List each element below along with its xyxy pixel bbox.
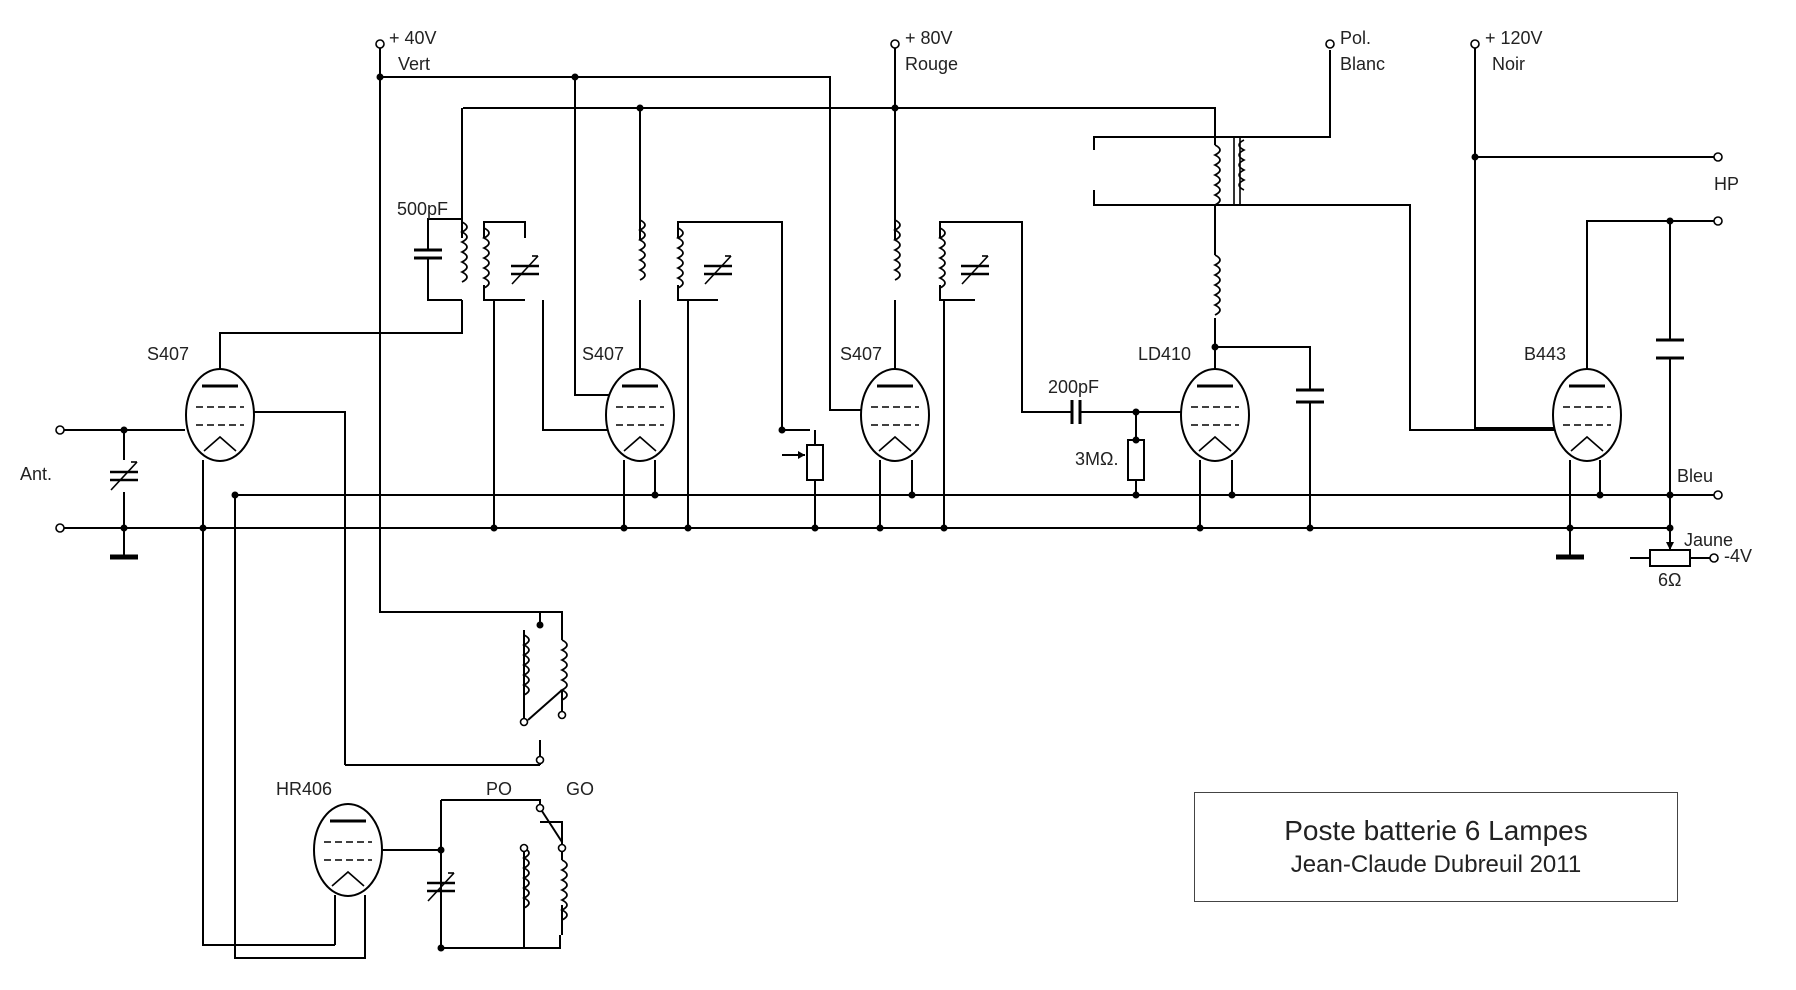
terminal-minus4-icon xyxy=(1709,553,1719,563)
coils xyxy=(461,138,1246,921)
tube-v4-icon xyxy=(1179,367,1251,463)
r3m-resistor-icon xyxy=(1127,439,1145,481)
wiring xyxy=(60,44,1718,959)
v4-bypass-cap-icon xyxy=(1296,388,1324,404)
terminal-earth-icon xyxy=(55,523,65,533)
terminal-hp1-icon xyxy=(1713,152,1723,162)
terminal-antenna-icon xyxy=(55,425,65,435)
v3-plate-coil-icon xyxy=(894,219,901,281)
if1-primary-coil-icon xyxy=(461,221,468,283)
band-label: GO xyxy=(566,779,594,799)
band-label: PO xyxy=(486,779,512,799)
component-label: 200pF xyxy=(1048,377,1099,397)
if1-tuning-cap-icon xyxy=(509,254,541,286)
supply-color-label: Noir xyxy=(1492,54,1525,74)
supply-label: + 40V xyxy=(389,28,437,48)
resistors xyxy=(782,439,1691,567)
labels: S407 S407 S407 LD410 B443 HR406 + 40V Ve… xyxy=(20,28,1752,799)
speaker-label: HP xyxy=(1714,174,1739,194)
osc-coil-c-icon xyxy=(523,847,530,909)
tube-label: S407 xyxy=(840,344,882,364)
transformer-secondary-icon xyxy=(1238,139,1246,191)
terminal-hp2-icon xyxy=(1713,216,1723,226)
switch-b-icon xyxy=(539,807,563,843)
volume-potentiometer-icon xyxy=(782,444,824,481)
switch-a-icon xyxy=(527,689,563,721)
terminal-plus40-icon xyxy=(375,39,385,49)
tube-v5-icon xyxy=(1551,367,1623,463)
diagram-title: Poste batterie 6 Lampes xyxy=(1284,815,1588,846)
tube-v6-icon xyxy=(312,802,384,898)
junctions xyxy=(120,73,1674,952)
supply-label: Pol. xyxy=(1340,28,1371,48)
supply-label: -4V xyxy=(1724,546,1752,566)
v2-plate-coil-icon xyxy=(639,219,646,281)
supply-color-label: Blanc xyxy=(1340,54,1385,74)
choke-coil-icon xyxy=(1214,254,1221,316)
transformer-primary-icon xyxy=(1214,144,1221,206)
terminals xyxy=(55,39,1723,563)
tube-label: B443 xyxy=(1524,344,1566,364)
tube-label: S407 xyxy=(147,344,189,364)
tube-label: S407 xyxy=(582,344,624,364)
if1-secondary-coil-icon xyxy=(483,227,490,289)
if2-tuning-cap-icon xyxy=(702,254,734,286)
osc-coil-d-icon xyxy=(561,859,568,921)
terminal-pol-icon xyxy=(1325,39,1335,49)
supply-color-label: Bleu xyxy=(1677,466,1713,486)
diagram-author: Jean-Claude Dubreuil 2011 xyxy=(1290,851,1582,878)
supply-label: + 120V xyxy=(1485,28,1543,48)
osc-coil-a-icon xyxy=(523,634,530,696)
tube-v1-icon xyxy=(184,367,256,463)
tube-v2-icon xyxy=(604,367,676,463)
tube-label: LD410 xyxy=(1138,344,1191,364)
terminal-bleu-icon xyxy=(1713,490,1723,500)
osc-coil-b-icon xyxy=(561,639,568,701)
if2-coil-icon xyxy=(677,227,684,289)
filament-potentiometer-icon xyxy=(1649,542,1691,567)
if3-coil-icon xyxy=(939,227,946,289)
supply-color-label: Vert xyxy=(398,54,430,74)
tube-v3-icon xyxy=(859,367,931,463)
terminal-plus80-icon xyxy=(890,39,900,49)
terminal-plus120-icon xyxy=(1470,39,1480,49)
title-block: Poste batterie 6 Lampes Jean-Claude Dubr… xyxy=(1194,792,1678,902)
supply-color-label: Rouge xyxy=(905,54,958,74)
c500-capacitor-icon xyxy=(414,222,442,280)
output-cap-icon xyxy=(1656,338,1684,360)
supply-color-label: Jaune xyxy=(1684,530,1733,550)
antenna-label: Ant. xyxy=(20,464,52,484)
supply-label: + 80V xyxy=(905,28,953,48)
c200-capacitor-icon xyxy=(1070,400,1090,424)
component-label: 6Ω xyxy=(1658,570,1681,590)
antenna-tuning-cap-icon xyxy=(108,460,140,492)
wave-switches xyxy=(519,689,567,853)
tube-label: HR406 xyxy=(276,779,332,799)
component-label: 500pF xyxy=(397,199,448,219)
component-label: 3MΩ. xyxy=(1075,449,1118,469)
if3-tuning-cap-icon xyxy=(959,254,991,286)
capacitors xyxy=(108,222,1684,903)
